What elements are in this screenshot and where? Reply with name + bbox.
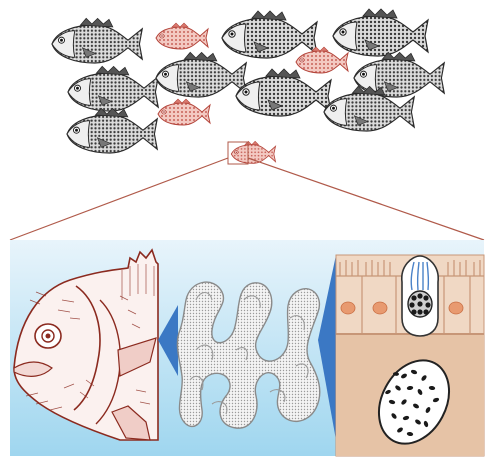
red-fish [158,99,210,125]
grey-fish [222,11,317,58]
zoom-line-right [248,158,484,240]
intracellular-parasite [402,256,438,336]
fish-school [52,9,444,163]
red-fish [296,47,348,73]
intestine-panel [177,282,319,428]
epithelium-panel [336,255,484,456]
grey-fish [156,52,246,97]
grey-fish [67,108,157,153]
grey-fish [333,9,428,56]
grey-fish [68,66,158,111]
zoom-line-left [10,158,228,240]
red-fish [156,23,208,49]
grey-fish [52,18,142,63]
grey-fish [236,69,331,116]
